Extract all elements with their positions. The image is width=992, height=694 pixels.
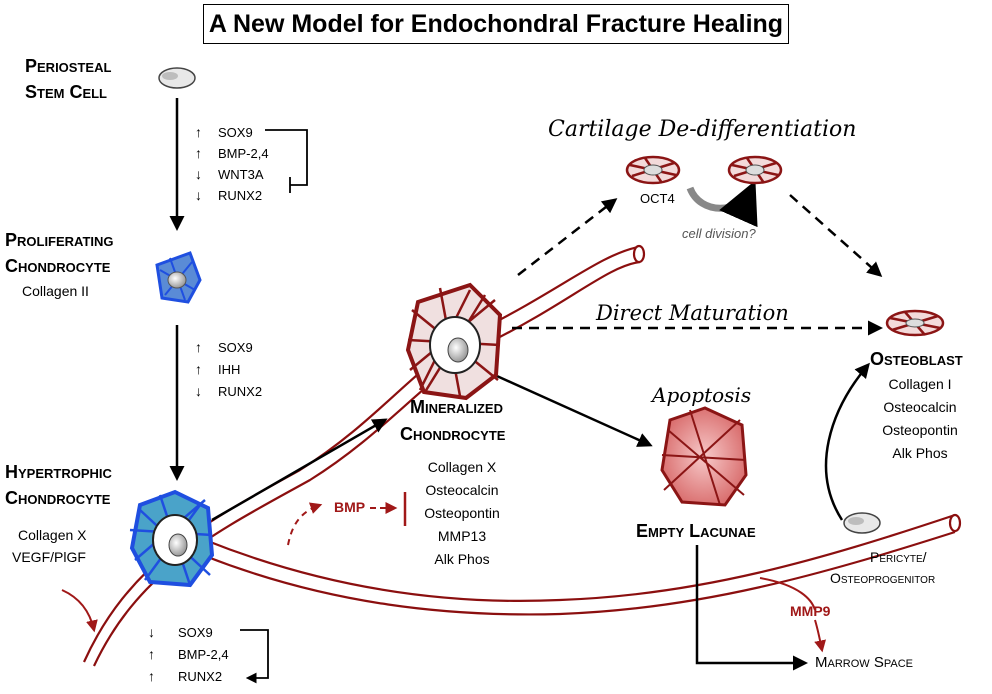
dashed-arrows (512, 194, 883, 336)
mineralized-marker: Osteocalcin (425, 482, 498, 498)
hypertrophic-label-line2: Chondrocyte (5, 488, 111, 508)
gene-name: SOX9 (218, 340, 253, 355)
apoptosis-label: Apoptosis (650, 383, 751, 407)
gene-dir: ↓ (195, 383, 202, 399)
bmp-label: BMP (334, 499, 365, 515)
mineralized-chondrocyte-icon (405, 282, 503, 401)
empty-lacunae-icon (660, 406, 748, 507)
dedifferentiation-label: Cartilage De-differentiation (548, 117, 856, 142)
gene-name: BMP-2,4 (218, 146, 269, 161)
mmp9-label: MMP9 (790, 603, 831, 619)
mineralized-marker: Alk Phos (434, 551, 489, 567)
osteoblast-marker: Alk Phos (892, 445, 947, 461)
osteoblast-icon (885, 309, 945, 337)
lineage-arrows (169, 98, 870, 671)
pericyte-label-line1: Pericyte/ (870, 549, 927, 565)
hypertrophic-chondrocyte-icon (129, 489, 215, 588)
vegf-arrow (61, 589, 98, 633)
gene-name: RUNX2 (218, 384, 262, 399)
hypertrophic-label-line1: Hypertrophic (5, 462, 113, 482)
gene-dir: ↑ (148, 668, 155, 684)
gene-name: BMP-2,4 (178, 647, 229, 662)
gene-name: SOX9 (178, 625, 213, 640)
pericyte-label-line2: Osteoprogenitor (830, 570, 935, 586)
mmp9-arrows (759, 577, 827, 653)
mineralized-label-line2: Chondrocyte (400, 424, 506, 444)
mineralized-marker: Collagen X (428, 459, 497, 475)
proliferating-chondrocyte-icon (155, 251, 202, 304)
mineralized-marker: MMP13 (438, 528, 486, 544)
hypertrophic-marker: Collagen X (18, 527, 87, 543)
mineralized-label-line1: Mineralized (410, 397, 503, 417)
mineralized-marker: Osteopontin (424, 505, 500, 521)
marrow-space-label: Marrow Space (815, 654, 913, 671)
gene-name: RUNX2 (218, 188, 262, 203)
gene-dir: ↑ (195, 124, 202, 140)
gene-name: WNT3A (218, 167, 264, 182)
gene-dir: ↓ (195, 166, 202, 182)
empty-lacunae-label: Empty Lacunae (636, 521, 756, 541)
periosteal-label-line2: Stem Cell (25, 82, 107, 102)
gene-name: RUNX2 (178, 669, 222, 684)
hypertrophic-marker: VEGF/PlGF (12, 549, 86, 565)
pericyte-icon (843, 512, 881, 534)
osteoblast-marker: Osteocalcin (883, 399, 956, 415)
gene-name: IHH (218, 362, 240, 377)
osteoblast-marker: Collagen I (888, 376, 951, 392)
osteoblast-label: Osteoblast (870, 349, 963, 369)
gene-dir: ↑ (195, 339, 202, 355)
proliferating-marker: Collagen II (22, 283, 89, 299)
bmp-arrow (287, 492, 407, 546)
gene-dir: ↑ (195, 145, 202, 161)
gene-name: SOX9 (218, 125, 253, 140)
direct-maturation-label: Direct Maturation (595, 301, 789, 325)
regulation-brackets (240, 129, 308, 684)
proliferating-label-line2: Chondrocyte (5, 256, 111, 276)
proliferating-label-line1: Proliferating (5, 230, 114, 250)
stem-cell-icon (158, 67, 196, 89)
cell-division-arrow (686, 180, 758, 228)
gene-dir: ↑ (195, 361, 202, 377)
oct4-label: OCT4 (640, 191, 675, 206)
diagram-title: A New Model for Endochondral Fracture He… (203, 4, 789, 44)
periosteal-label-line1: Periosteal (25, 56, 111, 76)
gene-dir: ↑ (148, 646, 155, 662)
gene-dir: ↓ (148, 624, 155, 640)
dedifferentiated-cell-icon (625, 155, 783, 185)
cell-division-label: cell division? (682, 226, 756, 241)
gene-dir: ↓ (195, 187, 202, 203)
osteoblast-marker: Osteopontin (882, 422, 958, 438)
